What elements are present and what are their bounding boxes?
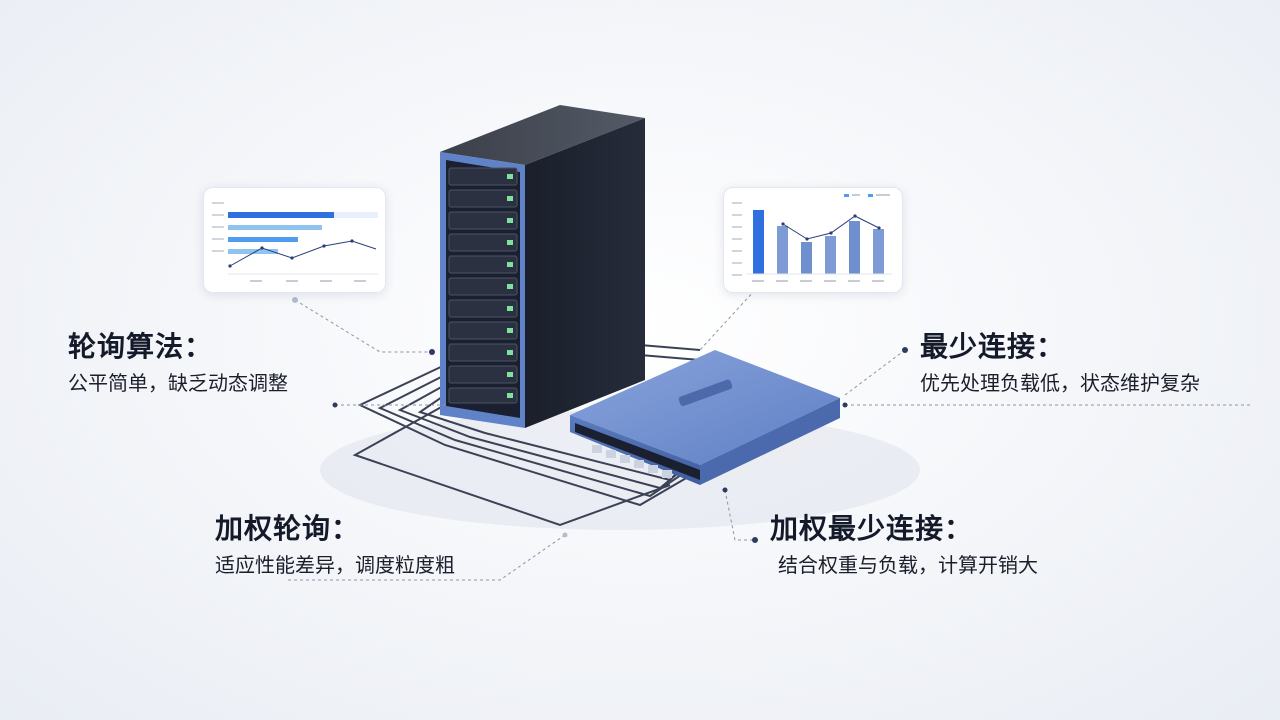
label-title: 最少连接： (920, 330, 1066, 363)
label-round-robin: 轮询算法： 公平简单，缺乏动态调整 (68, 330, 288, 396)
server-icon (440, 105, 645, 428)
label-title: 加权最少连接： (770, 512, 974, 545)
bar-line-chart-graphic (212, 202, 378, 282)
label-weighted-least-connections: 加权最少连接： 结合权重与负载，计算开销大 (770, 512, 1038, 578)
callout-lines (285, 289, 1250, 581)
server-drive-bays (448, 167, 518, 404)
switch-ports (592, 445, 672, 478)
server-status-leds (507, 174, 513, 398)
label-desc: 结合权重与负载，计算开销大 (778, 553, 1038, 577)
label-desc: 优先处理负载低，状态维护复杂 (920, 371, 1200, 395)
chart-card-icon (723, 187, 903, 293)
network-switch-icon (570, 350, 840, 485)
label-title: 轮询算法： (68, 330, 214, 363)
label-desc: 公平简单，缺乏动态调整 (68, 371, 288, 395)
label-weighted-round-robin: 加权轮询： 适应性能差异，调度粒度粗 (215, 512, 455, 578)
label-desc: 适应性能差异，调度粒度粗 (215, 553, 455, 577)
label-least-connections: 最少连接： 优先处理负载低，状态维护复杂 (920, 330, 1200, 396)
label-title: 加权轮询： (215, 512, 361, 545)
chart-card-icon (203, 187, 386, 293)
column-line-chart-graphic (732, 194, 892, 282)
